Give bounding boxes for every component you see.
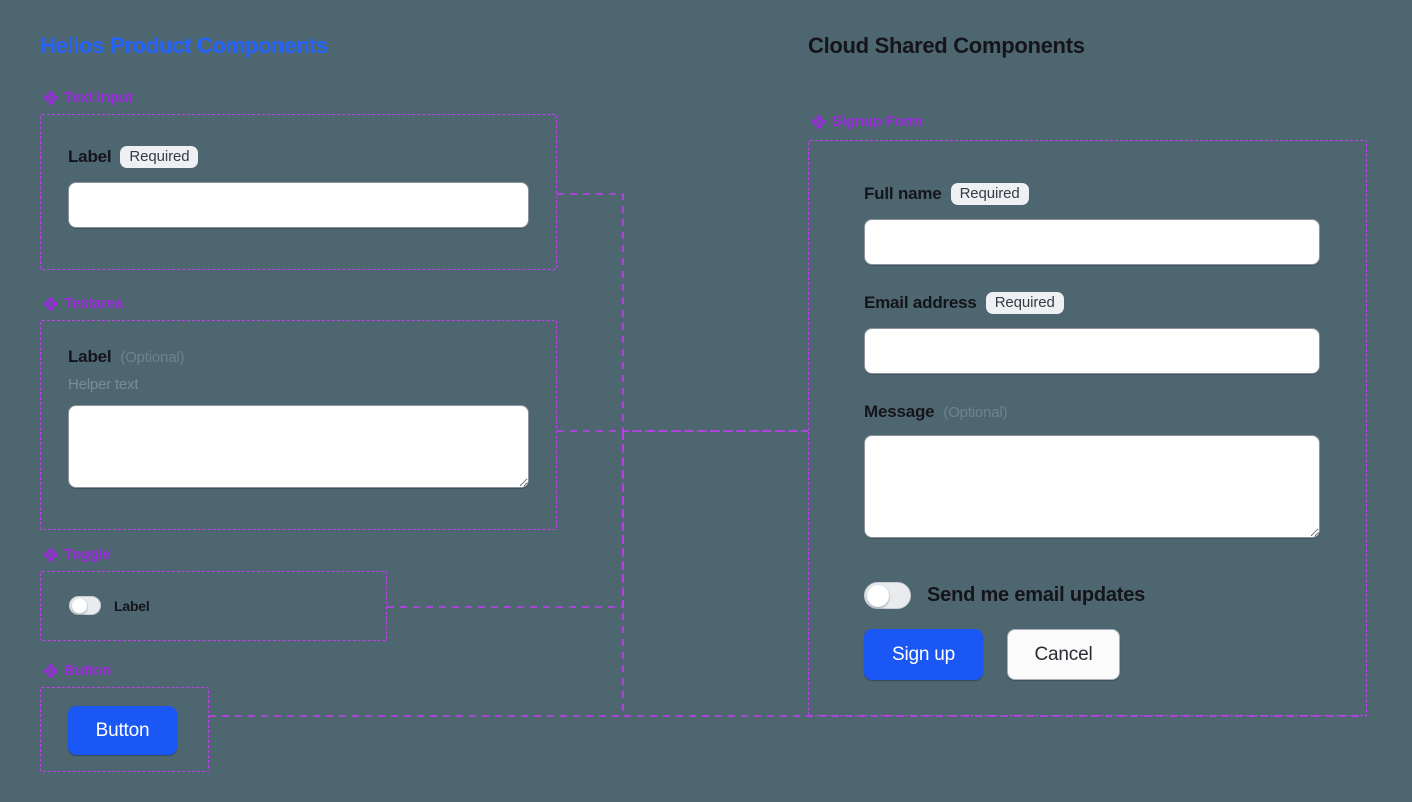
cancel-button[interactable]: Cancel [1007,629,1120,680]
text-input-label: Label [68,147,112,166]
email-input[interactable] [864,328,1320,374]
component-diamond-cluster-icon [44,90,58,105]
textarea-label: Label [68,347,112,366]
email-updates-label: Send me email updates [927,584,1146,606]
textarea-helper-text: Helper text [68,376,139,393]
connector-text-input [557,193,808,432]
text-input-label-row: Label Required [68,146,529,168]
component-diamond-cluster-icon [44,663,58,678]
component-diamond-cluster-icon [44,296,58,311]
email-updates-row: Send me email updates [864,582,1145,609]
email-label: Email address [864,293,977,312]
component-diamond-cluster-icon [44,547,58,562]
toggle-knob [72,598,87,613]
component-label-text: Text Input [64,89,133,106]
textarea-field[interactable] [68,405,529,488]
fullname-required-badge: Required [950,183,1029,205]
component-frame-signup-form: Full name Required Email address Require… [808,140,1367,716]
text-input-required-badge: Required [120,146,199,168]
fullname-input[interactable] [864,219,1320,265]
component-label-toggle: Toggle [44,546,111,563]
component-frame-textarea: Label (Optional) Helper text [40,320,557,530]
toggle-label: Label [114,597,150,614]
component-label-textarea: Textarea [44,295,123,312]
signup-button[interactable]: Sign up [864,629,983,680]
message-label: Message [864,402,935,421]
text-input-field[interactable] [68,182,529,228]
page-title-right: Cloud Shared Components [808,33,1085,58]
textarea-optional-text: (Optional) [120,348,185,366]
demo-button[interactable]: Button [68,706,177,755]
page-title-left: Helios Product Components [40,33,329,58]
component-frame-toggle: Label [40,571,387,641]
component-label-text: Textarea [64,295,123,312]
fullname-label-row: Full name Required [864,183,1320,205]
component-diamond-cluster-icon [812,114,826,129]
email-label-row: Email address Required [864,292,1320,314]
component-frame-button: Button [40,687,209,772]
message-label-row: Message (Optional) [864,402,1320,422]
toggle-knob [867,584,889,607]
email-updates-toggle[interactable] [864,582,911,609]
component-label-text: Button [64,662,112,679]
toggle-switch[interactable] [69,596,101,615]
component-label-text: Toggle [64,546,111,563]
component-label-button: Button [44,662,111,679]
component-frame-text-input: Label Required [40,114,557,270]
message-textarea[interactable] [864,435,1320,538]
textarea-label-row: Label (Optional) [68,347,529,367]
component-label-text: Signup Form [832,113,923,130]
component-label-signup-form: Signup Form [812,113,922,130]
email-required-badge: Required [985,292,1064,314]
message-optional-text: (Optional) [943,403,1008,421]
component-label-text-input: Text Input [44,89,133,106]
fullname-label: Full name [864,184,942,203]
